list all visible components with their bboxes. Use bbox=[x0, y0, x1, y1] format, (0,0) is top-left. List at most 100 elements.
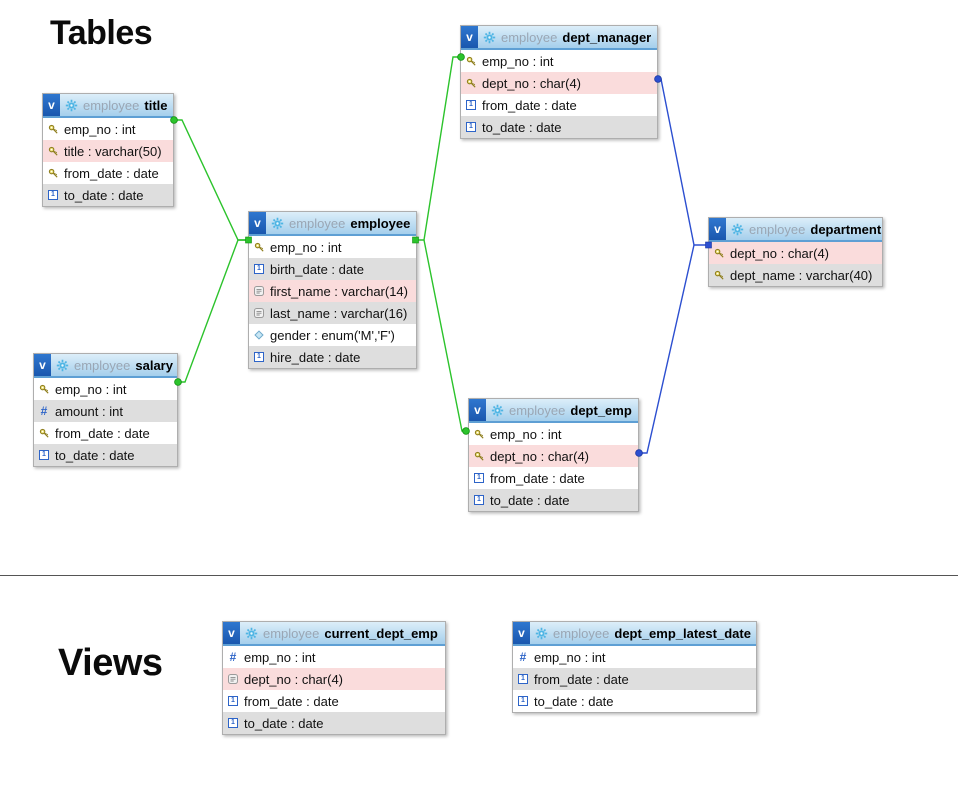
field-row: gender : enum('M','F') bbox=[249, 324, 416, 346]
schema-name: employee bbox=[553, 625, 610, 641]
gear-icon[interactable] bbox=[245, 627, 258, 640]
gear-icon[interactable] bbox=[56, 359, 69, 372]
field-label: emp_no : int bbox=[534, 649, 606, 665]
field-row: 1 from_date : date bbox=[469, 467, 638, 489]
schema-name: employee bbox=[509, 402, 566, 418]
field-label: emp_no : int bbox=[55, 381, 127, 397]
field-label: to_date : date bbox=[55, 447, 135, 463]
field-label: emp_no : int bbox=[482, 53, 554, 69]
field-row: # amount : int bbox=[34, 400, 177, 422]
field-label: to_date : date bbox=[482, 119, 562, 135]
int-type-icon: # bbox=[229, 650, 237, 664]
field-label: gender : enum('M','F') bbox=[270, 327, 395, 343]
table-name: title bbox=[144, 97, 168, 113]
field-row: emp_no : int bbox=[461, 50, 657, 72]
field-label: dept_name : varchar(40) bbox=[730, 267, 873, 283]
field-label: from_date : date bbox=[534, 671, 629, 687]
text-type-icon bbox=[253, 308, 265, 318]
view-badge-icon[interactable]: v bbox=[469, 399, 486, 421]
int-type-icon: # bbox=[519, 650, 527, 664]
field-label: birth_date : date bbox=[270, 261, 364, 277]
text-type-icon bbox=[253, 286, 265, 296]
view-badge-icon[interactable]: v bbox=[43, 94, 60, 116]
field-label: dept_no : char(4) bbox=[482, 75, 582, 91]
field-label: emp_no : int bbox=[270, 239, 342, 255]
primary-key-icon bbox=[713, 248, 725, 259]
gear-icon[interactable] bbox=[491, 404, 504, 417]
field-label: from_date : date bbox=[64, 165, 159, 181]
field-label: from_date : date bbox=[490, 470, 585, 486]
field-label: to_date : date bbox=[244, 715, 324, 731]
tables-section-heading: Tables bbox=[50, 14, 153, 52]
gear-icon[interactable] bbox=[65, 99, 78, 112]
field-row: 1 to_date : date bbox=[43, 184, 173, 206]
view-badge-icon[interactable]: v bbox=[223, 622, 240, 644]
table-name: dept_manager bbox=[562, 29, 652, 45]
primary-key-icon bbox=[473, 451, 485, 462]
field-label: last_name : varchar(16) bbox=[270, 305, 408, 321]
section-divider bbox=[0, 575, 958, 576]
field-row: dept_name : varchar(40) bbox=[709, 264, 882, 286]
view-badge-icon[interactable]: v bbox=[513, 622, 530, 644]
date-type-icon: 1 bbox=[38, 450, 50, 460]
view-badge-icon[interactable]: v bbox=[461, 26, 478, 48]
field-label: first_name : varchar(14) bbox=[270, 283, 408, 299]
field-label: to_date : date bbox=[64, 187, 144, 203]
schema-name: employee bbox=[263, 625, 320, 641]
gear-icon[interactable] bbox=[535, 627, 548, 640]
schema-name: employee bbox=[501, 29, 558, 45]
field-row: dept_no : char(4) bbox=[223, 668, 445, 690]
int-type-icon: # bbox=[40, 404, 48, 418]
field-label: amount : int bbox=[55, 403, 123, 419]
table-name: salary bbox=[135, 357, 173, 373]
date-type-icon: 1 bbox=[517, 674, 529, 684]
gear-icon[interactable] bbox=[731, 223, 744, 236]
schema-name: employee bbox=[74, 357, 131, 373]
relation-dept-manager-department bbox=[654, 75, 708, 246]
date-type-icon: 1 bbox=[47, 190, 59, 200]
primary-key-icon bbox=[473, 429, 485, 440]
schema-name: employee bbox=[749, 221, 806, 237]
field-label: emp_no : int bbox=[64, 121, 136, 137]
field-row: dept_no : char(4) bbox=[469, 445, 638, 467]
date-type-icon: 1 bbox=[253, 352, 265, 362]
date-type-icon: 1 bbox=[473, 473, 485, 483]
primary-key-icon bbox=[713, 270, 725, 281]
field-row: emp_no : int bbox=[43, 118, 173, 140]
field-row: dept_no : char(4) bbox=[461, 72, 657, 94]
primary-key-icon bbox=[47, 146, 59, 157]
field-row: emp_no : int bbox=[469, 423, 638, 445]
date-type-icon: 1 bbox=[227, 696, 239, 706]
field-row: 1 from_date : date bbox=[513, 668, 756, 690]
field-label: emp_no : int bbox=[490, 426, 562, 442]
relation-employee-dept-manager bbox=[415, 53, 465, 241]
view-badge-icon[interactable]: v bbox=[709, 218, 726, 240]
view-badge-icon[interactable]: v bbox=[34, 354, 51, 376]
gear-icon[interactable] bbox=[271, 217, 284, 230]
field-row: # emp_no : int bbox=[513, 646, 756, 668]
field-row: first_name : varchar(14) bbox=[249, 280, 416, 302]
view-badge-icon[interactable]: v bbox=[249, 212, 266, 234]
enum-type-icon bbox=[253, 330, 265, 340]
gear-icon[interactable] bbox=[483, 31, 496, 44]
